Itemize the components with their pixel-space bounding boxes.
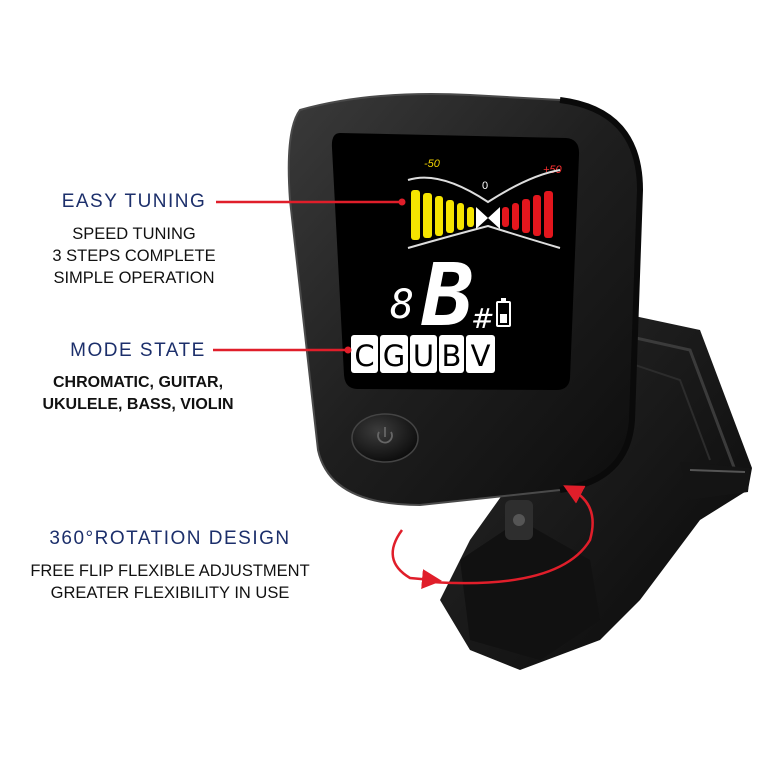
- octave-digit: 8: [390, 282, 414, 328]
- feature-line: SIMPLE OPERATION: [53, 269, 215, 287]
- battery-icon: [496, 298, 511, 327]
- feature-line: CHROMATIC, GUITAR,: [52, 374, 224, 391]
- feature-line: GREATER FLEXIBILITY IN USE: [50, 584, 290, 602]
- pointer-lines: [213, 198, 406, 354]
- feature-description: CHROMATIC, GUITAR, UKULELE, BASS, VIOLIN: [18, 372, 258, 416]
- meter-flat-bars: [411, 190, 474, 240]
- mode-selector: C G U B V: [351, 335, 495, 373]
- feature-description: SPEED TUNING 3 STEPS COMPLETE SIMPLE OPE…: [44, 223, 224, 289]
- mode-box-guitar: G: [380, 335, 408, 373]
- meter-sharp-bars: [502, 191, 553, 238]
- power-button[interactable]: [351, 413, 419, 463]
- mode-box-ukulele: U: [410, 335, 437, 373]
- svg-text:B: B: [442, 339, 462, 373]
- scale-min-label: -50: [424, 158, 441, 170]
- note-letter: B: [421, 246, 474, 346]
- clip-jaw[interactable]: [440, 300, 752, 670]
- svg-text:U: U: [413, 339, 434, 373]
- sharp-symbol: #: [471, 302, 494, 335]
- svg-text:C: C: [354, 339, 374, 373]
- feature-title: 360°ROTATION DESIGN: [49, 528, 291, 549]
- feature-title: EASY TUNING: [61, 191, 207, 212]
- power-icon: [377, 427, 393, 444]
- feature-description: FREE FLIP FLEXIBLE ADJUSTMENT GREATER FL…: [10, 560, 330, 604]
- scale-zero-label: 0: [482, 180, 488, 192]
- mode-box-violin: V: [466, 335, 495, 373]
- lcd-display: -50 0 +50 8 B #: [331, 133, 580, 390]
- svg-text:G: G: [383, 339, 405, 373]
- rotation-arrow-icon: [391, 485, 594, 590]
- feature-mode-state: MODE STATE CHROMATIC, GUITAR, UKULELE, B…: [18, 340, 258, 416]
- mode-box-bass: B: [439, 335, 464, 373]
- feature-rotation-design: 360°ROTATION DESIGN FREE FLIP FLEXIBLE A…: [10, 528, 330, 604]
- feature-title: MODE STATE: [70, 340, 206, 361]
- meter-center-marker: [476, 207, 488, 229]
- feature-line: UKULELE, BASS, VIOLIN: [42, 396, 234, 413]
- feature-easy-tuning: EASY TUNING SPEED TUNING 3 STEPS COMPLET…: [44, 191, 224, 289]
- feature-line: 3 STEPS COMPLETE: [52, 247, 216, 265]
- mode-box-chromatic: C: [351, 335, 378, 373]
- svg-text:V: V: [471, 339, 491, 373]
- feature-line: SPEED TUNING: [72, 225, 196, 243]
- feature-line: FREE FLIP FLEXIBLE ADJUSTMENT: [30, 562, 310, 580]
